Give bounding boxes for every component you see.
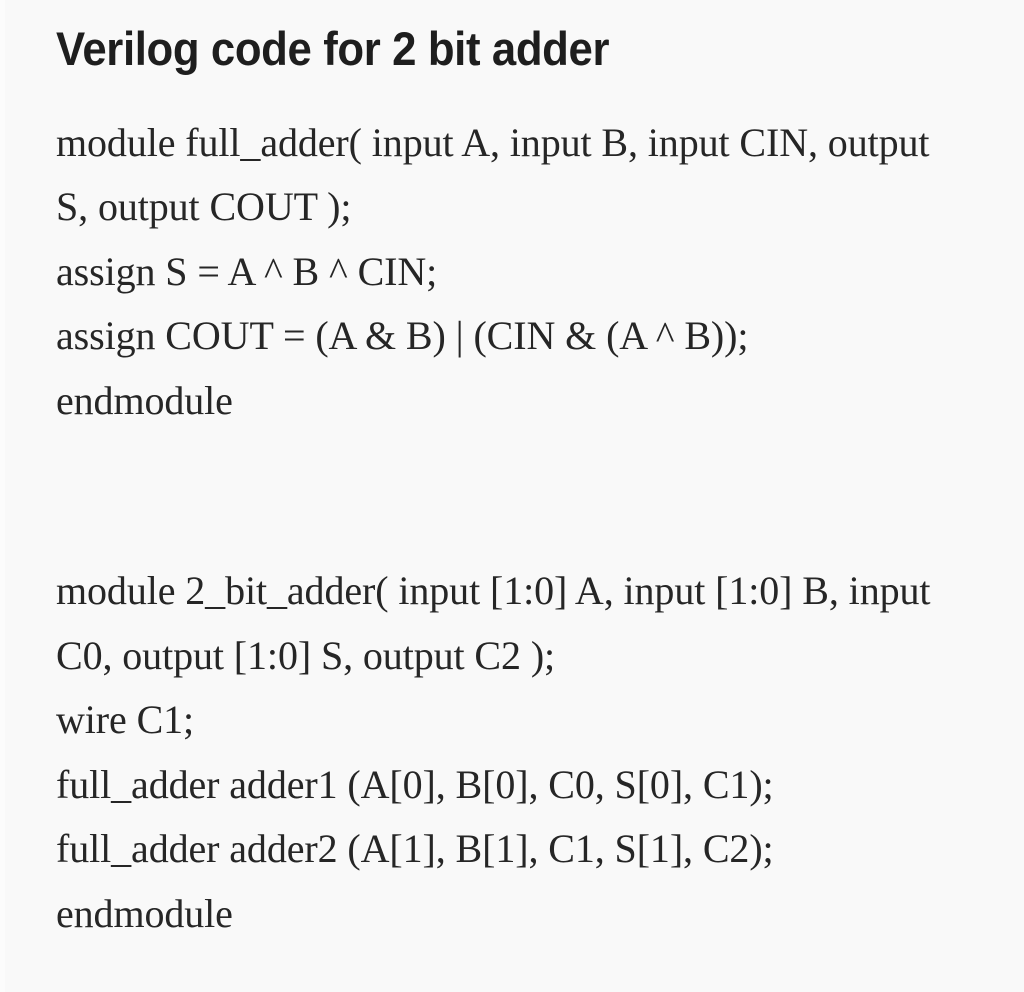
code-line: endmodule bbox=[56, 377, 233, 423]
code-line: assign S = A ^ B ^ CIN; bbox=[56, 248, 438, 294]
code-line: full_adder adder1 (A[0], B[0], C0, S[0],… bbox=[56, 761, 774, 807]
code-line: endmodule bbox=[56, 890, 233, 936]
code-line: module full_adder( input A, input B, inp… bbox=[56, 119, 930, 230]
code-block-two-bit-adder: module 2_bit_adder( input [1:0] A, input… bbox=[56, 559, 960, 946]
page-left-edge bbox=[0, 0, 5, 992]
code-line: wire C1; bbox=[56, 697, 195, 743]
page-title: Verilog code for 2 bit adder bbox=[56, 22, 610, 75]
code-line: full_adder adder2 (A[1], B[1], C1, S[1],… bbox=[56, 826, 774, 872]
code-line: module 2_bit_adder( input [1:0] A, input… bbox=[56, 568, 931, 678]
code-block-full-adder: module full_adder( input A, input B, inp… bbox=[56, 111, 960, 434]
code-line: assign COUT = (A & B) | (CIN & (A ^ B)); bbox=[56, 313, 749, 359]
